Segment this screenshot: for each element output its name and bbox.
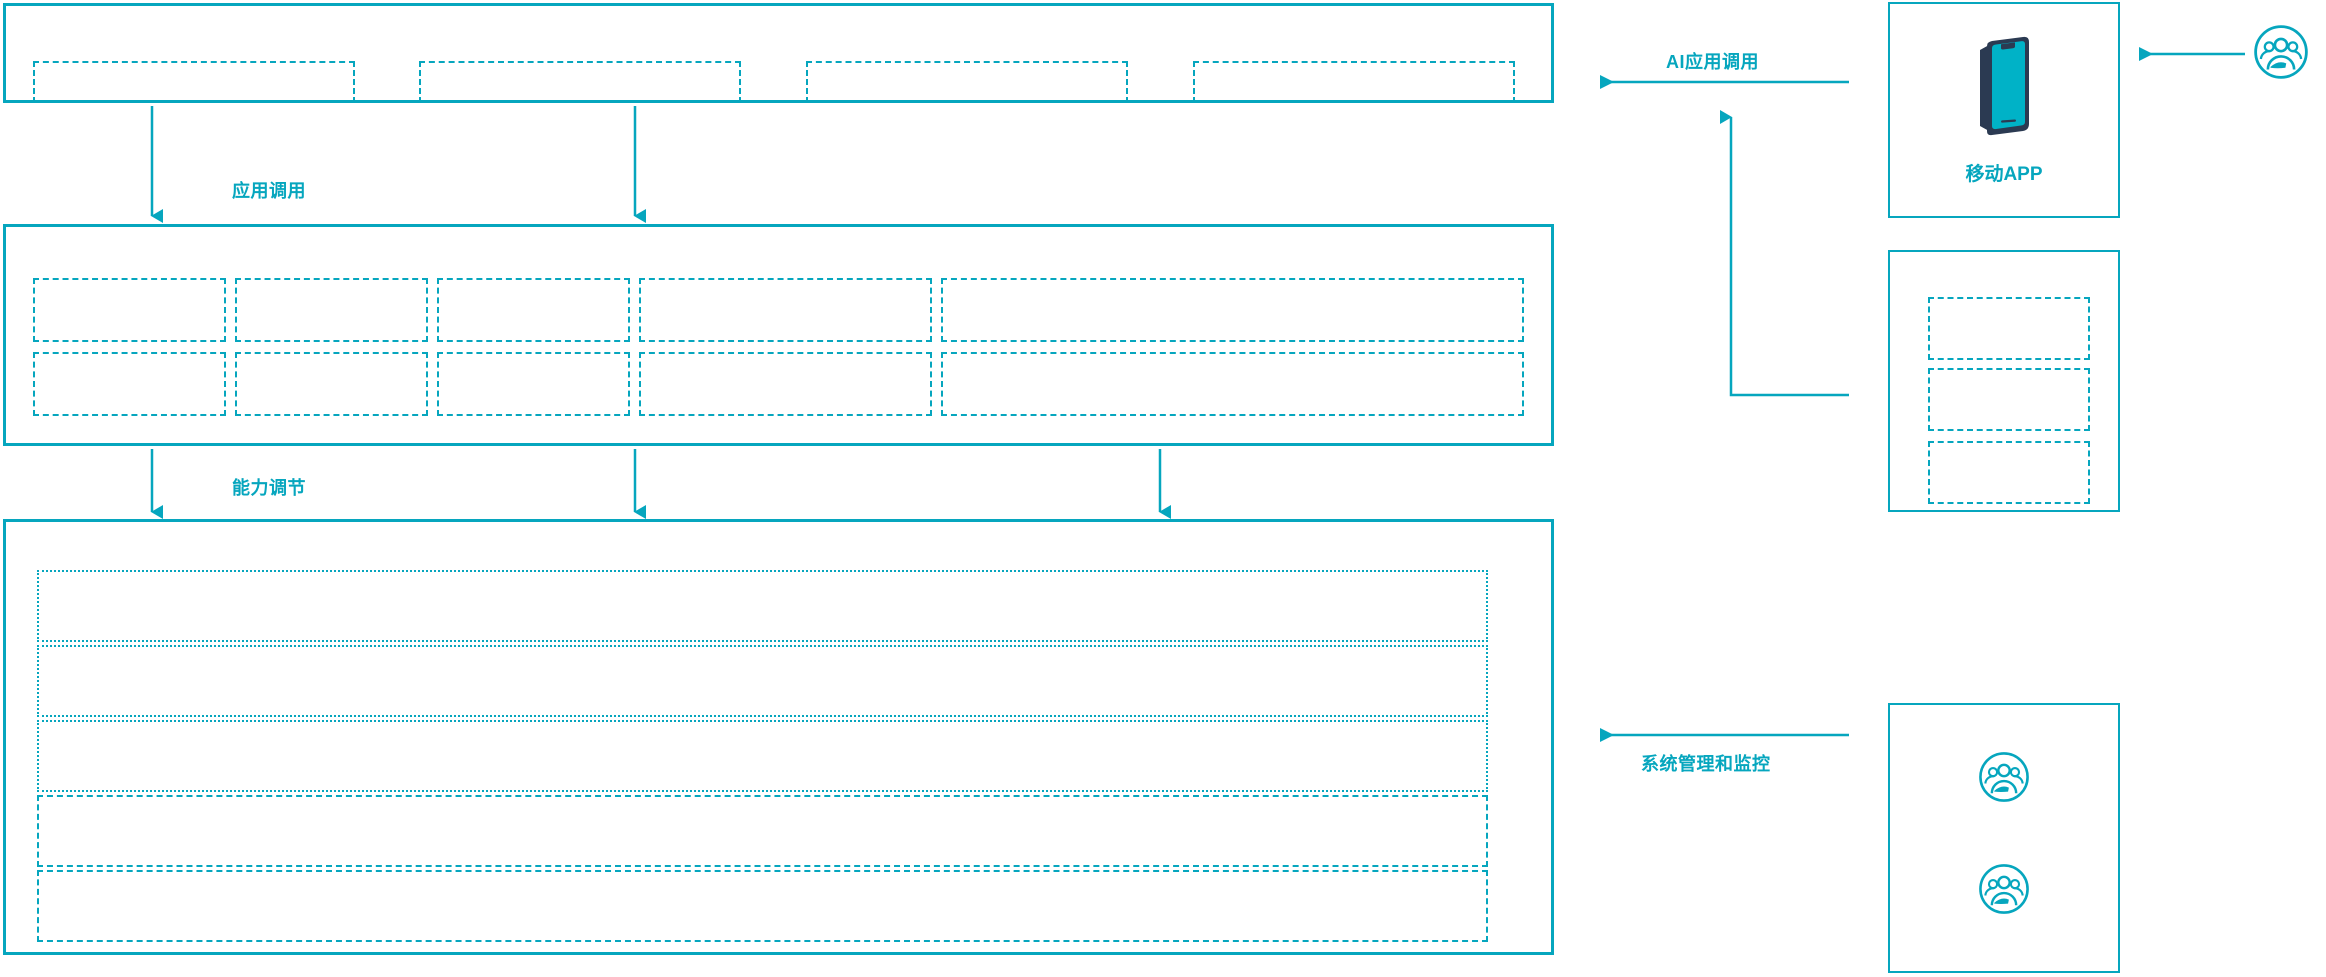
end-user-group-icon[interactable] — [2253, 24, 2309, 85]
sub-systems-tile[interactable] — [1888, 250, 2120, 512]
ops-users-tile[interactable] — [1888, 703, 2120, 973]
capability-box-r2c2[interactable] — [235, 352, 428, 416]
connector-label-system-management: 系统管理和监控 — [1641, 754, 1771, 774]
capability-box-r1c2[interactable] — [235, 278, 428, 342]
capability-box-r2c3[interactable] — [437, 352, 630, 416]
sub-system-box-2[interactable] — [1928, 368, 2090, 431]
platform-row-5[interactable] — [37, 870, 1488, 942]
smartphone-icon — [1969, 34, 2039, 144]
application-box-2[interactable] — [419, 61, 741, 103]
application-layer-panel — [3, 3, 1554, 103]
platform-row-1[interactable] — [37, 570, 1488, 642]
user-group-icon-1 — [1978, 751, 2030, 808]
application-box-4[interactable] — [1193, 61, 1515, 103]
platform-row-3[interactable] — [37, 720, 1488, 792]
platform-row-2[interactable] — [37, 645, 1488, 717]
mobile-app-caption: 移动APP — [1965, 164, 2043, 185]
capability-box-r1c3[interactable] — [437, 278, 630, 342]
connector-label-app-call: 应用调用 — [232, 181, 306, 201]
application-box-3[interactable] — [806, 61, 1128, 103]
capability-box-r2c5[interactable] — [941, 352, 1524, 416]
capability-box-r1c5[interactable] — [941, 278, 1524, 342]
mobile-app-tile[interactable]: 移动APP — [1888, 2, 2120, 218]
capability-box-r2c1[interactable] — [33, 352, 226, 416]
connector-label-capability-adjust: 能力调节 — [232, 478, 306, 498]
sub-system-box-1[interactable] — [1928, 297, 2090, 360]
capability-box-r1c4[interactable] — [639, 278, 932, 342]
capability-box-r2c4[interactable] — [639, 352, 932, 416]
connector-label-ai-app-call: AI应用调用 — [1666, 52, 1759, 72]
application-box-1[interactable] — [33, 61, 355, 103]
platform-row-4[interactable] — [37, 795, 1488, 867]
capability-box-r1c1[interactable] — [33, 278, 226, 342]
sub-system-box-3[interactable] — [1928, 441, 2090, 504]
capability-layer-panel — [3, 224, 1554, 446]
user-group-icon-2 — [1978, 863, 2030, 920]
platform-layer-panel — [3, 519, 1554, 955]
